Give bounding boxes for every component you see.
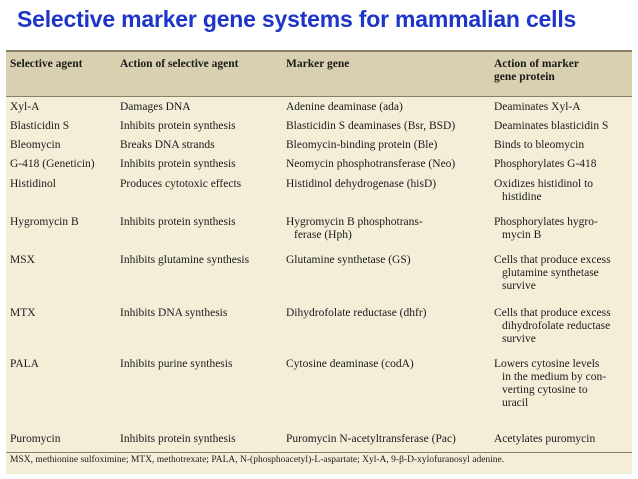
cell-selective-agent: Blasticidin S [10, 120, 70, 132]
cell-action-of-protein: Deaminates Xyl-A [494, 101, 581, 113]
page-title: Selective marker gene systems for mammal… [17, 6, 577, 32]
cell-action-of-protein: Lowers cytosine levels in the medium by … [494, 358, 607, 409]
cell-selective-agent: PALA [10, 358, 39, 370]
cell-marker-gene: Dihydrofolate reductase (dhfr) [286, 307, 427, 319]
cell-selective-agent: MTX [10, 307, 36, 319]
cell-action-of-protein: Phosphorylates G-418 [494, 158, 597, 170]
cell-marker-gene: Adenine deaminase (ada) [286, 101, 403, 113]
cell-marker-gene: Hygromycin B phosphotrans- ferase (Hph) [286, 216, 423, 241]
cell-action-of-protein: Deaminates blasticidin S [494, 120, 609, 132]
cell-marker-gene: Blasticidin S deaminases (Bsr, BSD) [286, 120, 456, 132]
cell-action-of-agent: Breaks DNA strands [120, 139, 215, 151]
header-selective-agent: Selective agent [10, 58, 83, 70]
cell-action-of-agent: Inhibits glutamine synthesis [120, 254, 250, 266]
cell-action-of-agent: Inhibits protein synthesis [120, 216, 236, 228]
cell-action-of-agent: Inhibits protein synthesis [120, 158, 236, 170]
cell-marker-gene: Histidinol dehydrogenase (hisD) [286, 178, 437, 190]
cell-action-of-protein: Cells that produce excess dihydrofolate … [494, 307, 611, 345]
cell-selective-agent: G-418 (Geneticin) [10, 158, 95, 170]
table-header: Selective agent Action of selective agen… [6, 50, 632, 97]
cell-marker-gene: Glutamine synthetase (GS) [286, 254, 411, 266]
header-marker-gene: Marker gene [286, 58, 350, 70]
cell-action-of-agent: Damages DNA [120, 101, 191, 113]
cell-action-of-protein: Oxidizes histidinol to histidine [494, 178, 594, 203]
cell-action-of-protein: Binds to bleomycin [494, 139, 585, 151]
cell-selective-agent: Hygromycin B [10, 216, 79, 228]
table-bottom-rule [6, 452, 632, 453]
cell-marker-gene: Puromycin N-acetyltransferase (Pac) [286, 433, 456, 445]
cell-selective-agent: Histidinol [10, 178, 57, 190]
cell-selective-agent: Bleomycin [10, 139, 61, 151]
cell-marker-gene: Bleomycin-binding protein (Ble) [286, 139, 438, 151]
marker-gene-table: Selective agent Action of selective agen… [6, 50, 632, 474]
cell-action-of-protein: Phosphorylates hygro- mycin B [494, 216, 598, 241]
table-footnote: MSX, methionine sulfoximine; MTX, methot… [10, 455, 505, 465]
cell-action-of-protein: Cells that produce excess glutamine synt… [494, 254, 611, 292]
cell-action-of-agent: Inhibits protein synthesis [120, 433, 236, 445]
cell-action-of-protein: Acetylates puromycin [494, 433, 596, 445]
cell-action-of-agent: Inhibits purine synthesis [120, 358, 233, 370]
cell-action-of-agent: Inhibits protein synthesis [120, 120, 236, 132]
cell-action-of-agent: Produces cytotoxic effects [120, 178, 242, 190]
cell-marker-gene: Neomycin phosphotransferase (Neo) [286, 158, 456, 170]
header-action-of-protein: Action of marker gene protein [494, 58, 579, 83]
cell-selective-agent: MSX [10, 254, 35, 266]
cell-marker-gene: Cytosine deaminase (codA) [286, 358, 414, 370]
cell-selective-agent: Xyl-A [10, 101, 40, 113]
header-action-of-agent: Action of selective agent [120, 58, 239, 70]
cell-selective-agent: Puromycin [10, 433, 61, 445]
cell-action-of-agent: Inhibits DNA synthesis [120, 307, 228, 319]
